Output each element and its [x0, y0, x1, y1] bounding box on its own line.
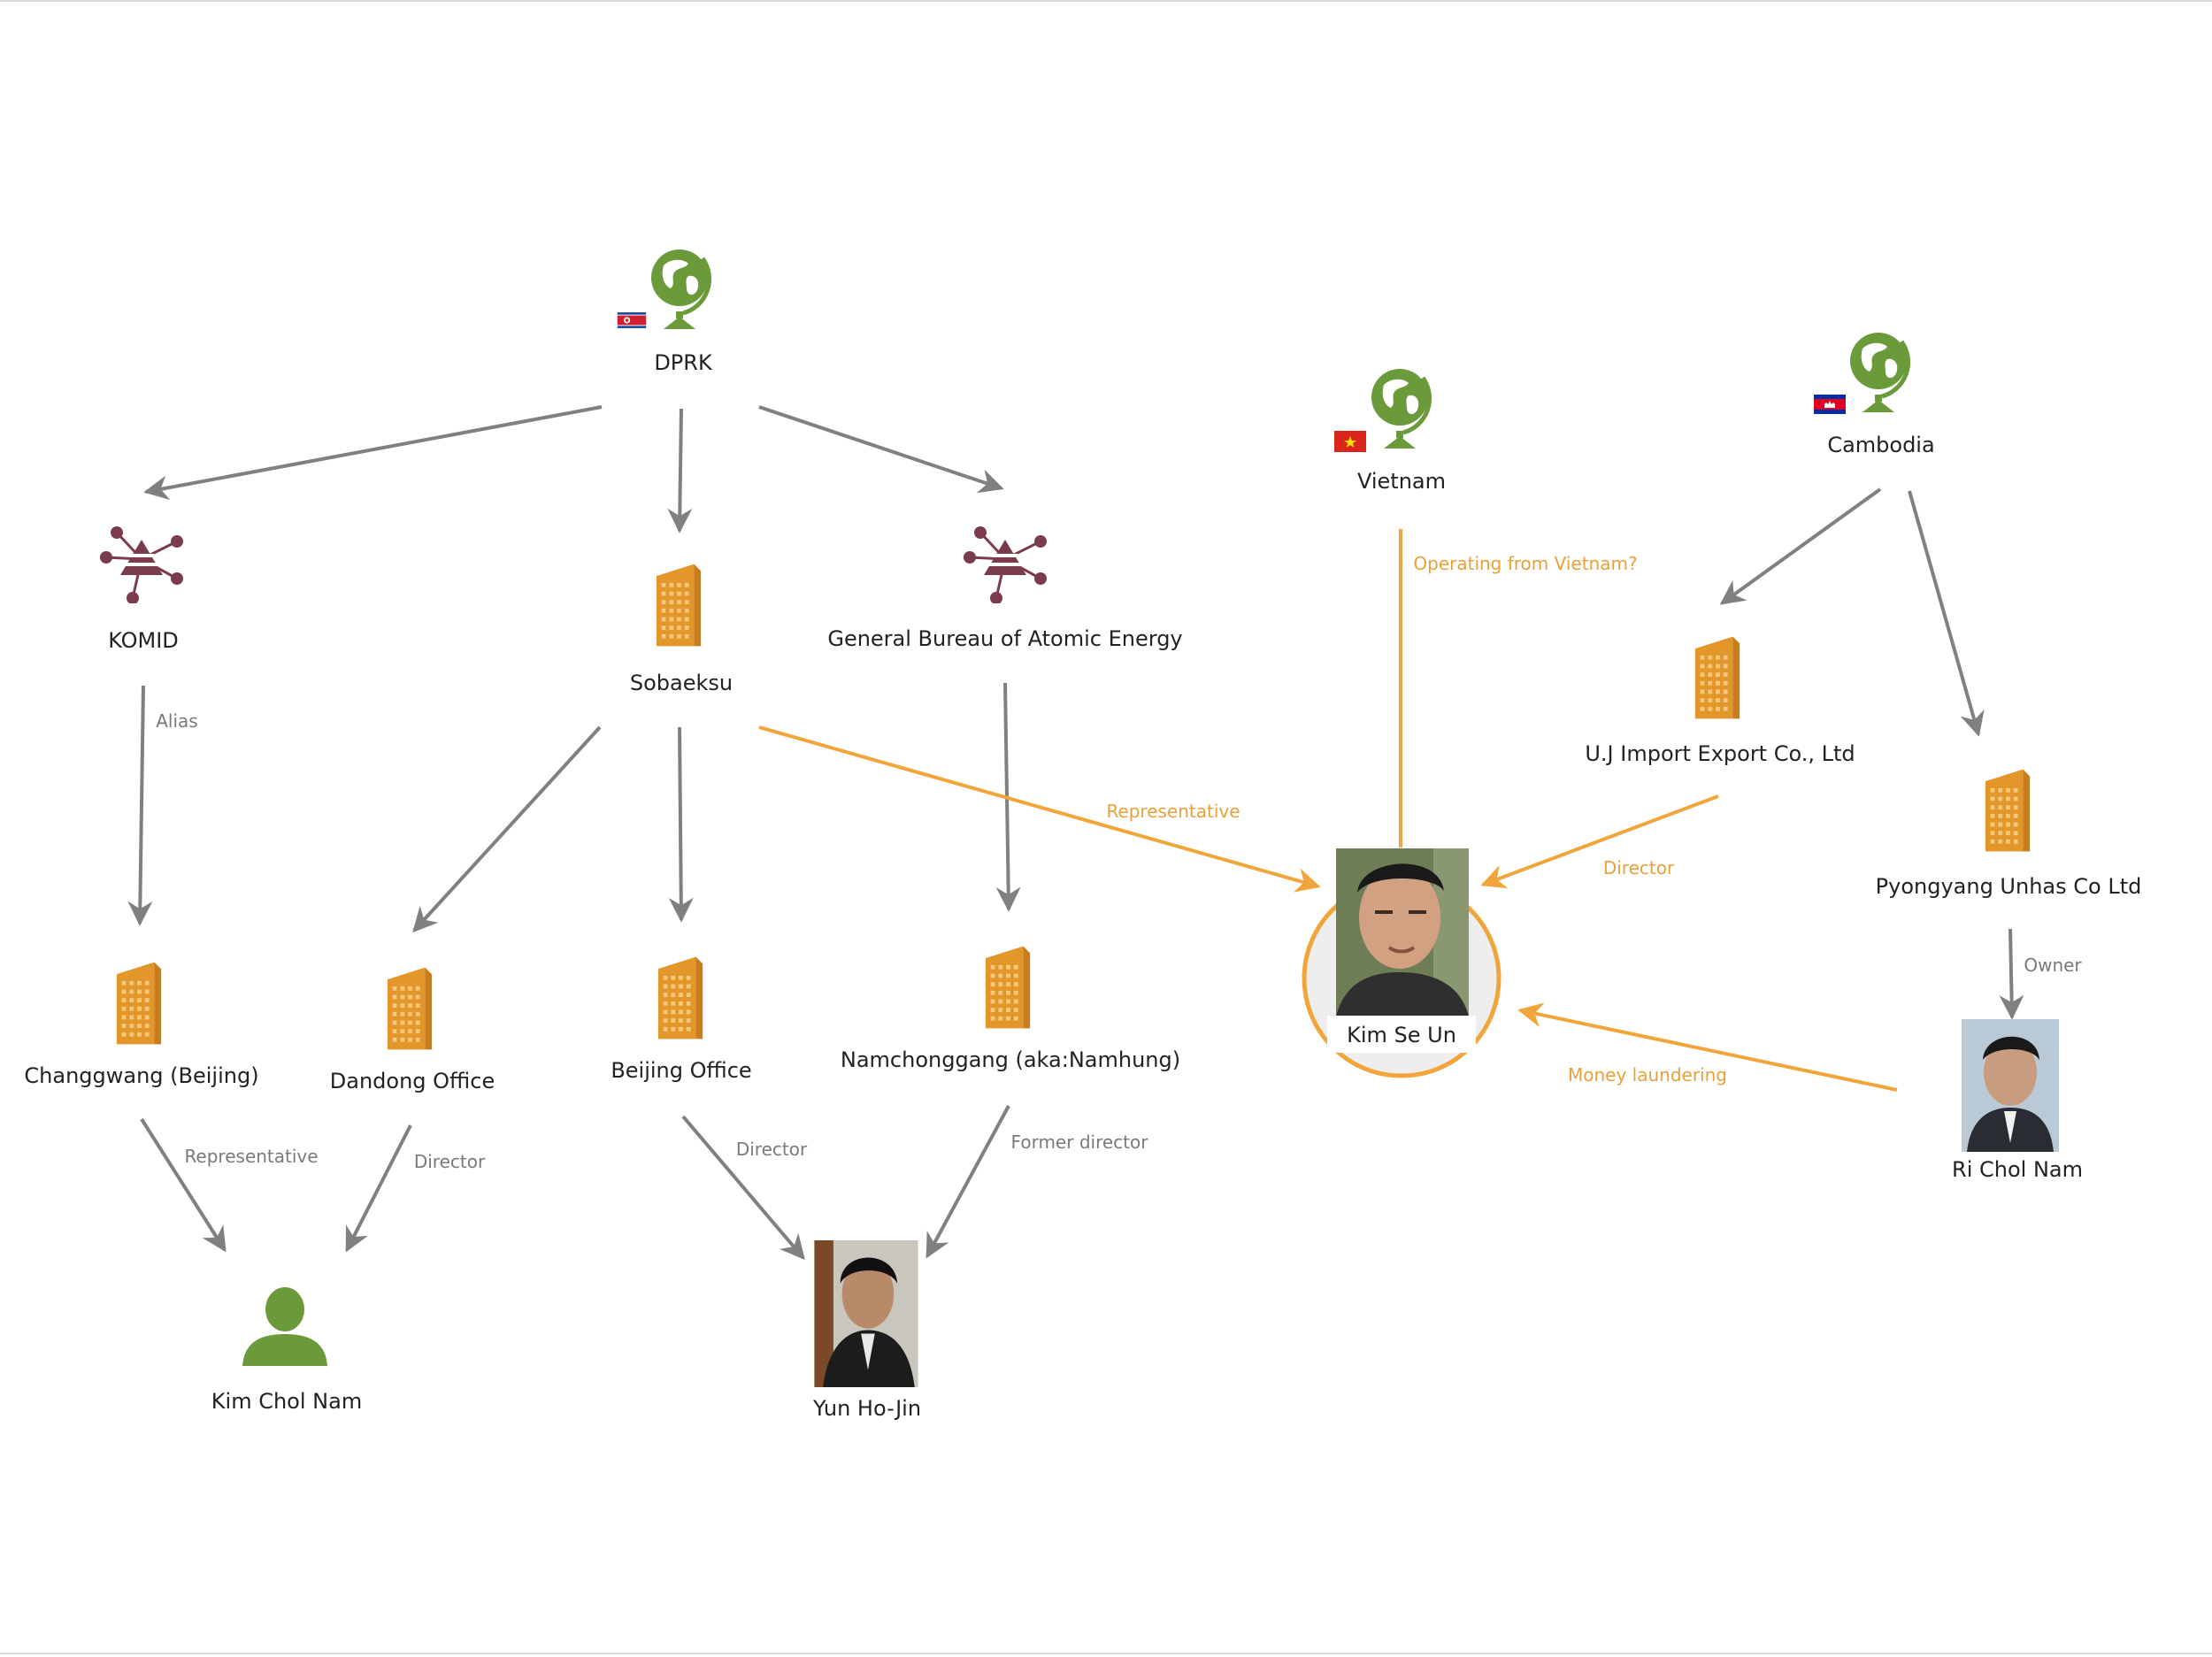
node-yun-ho-jin[interactable]: Yun Ho-Jin: [812, 1240, 921, 1421]
node-komid[interactable]: KOMID: [98, 525, 185, 653]
node-label-gbae: General Bureau of Atomic Energy: [827, 626, 1182, 651]
building-icon: [1985, 769, 2031, 852]
edge-komid-changgwang[interactable]: [127, 685, 153, 926]
edge-cambodia-uj[interactable]: [1719, 487, 1882, 605]
globe-icon: [1371, 369, 1430, 449]
globe-icon: [1850, 333, 1909, 412]
node-beijing-office[interactable]: Beijing Office: [611, 956, 752, 1083]
edge-cambodia-unhas[interactable]: [1908, 490, 1985, 737]
node-label-namchonggang: Namchonggang (aka:Namhung): [841, 1047, 1180, 1072]
node-vietnam[interactable]: Vietnam: [1334, 369, 1446, 494]
node-label-yun-ho-jin: Yun Ho-Jin: [812, 1396, 921, 1421]
node-label-dprk: DPRK: [654, 350, 713, 375]
building-icon: [1694, 636, 1740, 719]
node-kim-chol-nam[interactable]: Kim Chol Nam: [211, 1287, 362, 1414]
edge-label-dandong-director: Director: [414, 1151, 486, 1172]
node-namchonggang[interactable]: Namchonggang (aka:Namhung): [841, 946, 1180, 1072]
edge-label-alias: Alias: [156, 710, 197, 732]
node-label-sobaeksu: Sobaeksu: [630, 671, 733, 695]
node-dprk[interactable]: DPRK: [617, 249, 713, 375]
kim-se-un-label-bg: [1327, 1016, 1476, 1053]
node-general-bureau-of-atomic-energy[interactable]: General Bureau of Atomic Energy: [827, 525, 1183, 651]
node-cambodia[interactable]: Cambodia: [1814, 333, 1935, 457]
building-icon: [656, 564, 702, 647]
person-icon: [242, 1287, 327, 1366]
edge-label-beijing-director: Director: [736, 1139, 808, 1160]
yun-ho-jin-photo: [814, 1240, 918, 1387]
building-icon: [657, 956, 703, 1039]
edge-dprk-sobaeksu[interactable]: [667, 408, 693, 533]
edge-uj-kimseun[interactable]: [1480, 794, 1719, 889]
edge-dprk-gbae[interactable]: [758, 405, 1004, 494]
edge-dprk-komid[interactable]: [143, 405, 603, 501]
top-border: [0, 0, 2212, 2]
node-label-vietnam: Vietnam: [1357, 469, 1446, 494]
north-korea-flag-icon: [617, 312, 647, 328]
ri-chol-nam-photo: [1962, 1019, 2059, 1152]
edge-ri-kimseun[interactable]: [1517, 1002, 1898, 1092]
building-icon: [387, 967, 433, 1050]
edge-beijing-yun[interactable]: [681, 1115, 805, 1261]
edge-sobaeksu-dandong[interactable]: [412, 725, 602, 933]
edge-label-owner: Owner: [2024, 955, 2082, 976]
cambodia-flag-icon: [1814, 395, 1846, 414]
node-ri-chol-nam[interactable]: Ri Chol Nam: [1952, 1019, 2083, 1182]
node-label-changgwang: Changgwang (Beijing): [24, 1063, 258, 1088]
node-label-kim-chol-nam: Kim Chol Nam: [211, 1389, 362, 1414]
node-label-dandong-office: Dandong Office: [330, 1069, 495, 1093]
edge-label-changgwang-representative: Representative: [184, 1146, 318, 1167]
bottom-border: [0, 1653, 2212, 1654]
node-sobaeksu[interactable]: Sobaeksu: [630, 564, 733, 695]
edge-label-sobaeksu-representative: Representative: [1106, 801, 1240, 822]
node-label-ri-chol-nam: Ri Chol Nam: [1952, 1157, 2083, 1182]
building-icon: [985, 946, 1031, 1029]
edge-changgwang-kimcholnam[interactable]: [140, 1117, 227, 1253]
node-label-komid: KOMID: [108, 628, 179, 653]
edge-label-uj-director: Director: [1603, 857, 1675, 878]
node-label-pyongyang-unhas: Pyongyang Unhas Co Ltd: [1876, 874, 2142, 899]
node-kim-se-un[interactable]: Kim Se Un: [1302, 848, 1502, 1078]
node-label-beijing-office: Beijing Office: [611, 1058, 751, 1083]
edge-label-operating-from-vietnam: Operating from Vietnam?: [1413, 553, 1637, 574]
edge-label-former-director: Former director: [1011, 1132, 1149, 1153]
edge-namchonggang-yun[interactable]: [926, 1105, 1010, 1259]
node-dandong-office[interactable]: Dandong Office: [330, 967, 495, 1093]
node-changgwang-beijing[interactable]: Changgwang (Beijing): [24, 962, 259, 1088]
edge-unhas-ri[interactable]: [1999, 928, 2024, 1020]
network-icon: [962, 525, 1048, 603]
building-icon: [116, 962, 162, 1045]
node-label-kim-se-un: Kim Se Un: [1347, 1023, 1456, 1047]
edge-dandong-kimcholnam[interactable]: [345, 1124, 412, 1253]
globe-icon: [651, 249, 710, 329]
network-icon: [98, 525, 185, 603]
edge-sobaeksu-kimseun[interactable]: [758, 725, 1321, 893]
node-pyongyang-unhas[interactable]: Pyongyang Unhas Co Ltd: [1876, 769, 2142, 899]
node-uj-import-export[interactable]: U.J Import Export Co., Ltd: [1585, 636, 1855, 766]
edge-labels: Alias Representative Operating from Viet…: [156, 553, 2082, 1172]
node-label-uj-import-export: U.J Import Export Co., Ltd: [1585, 741, 1855, 766]
edges-highlight: [758, 529, 1898, 1092]
kim-se-un-photo: [1336, 848, 1469, 1016]
node-label-cambodia: Cambodia: [1827, 433, 1934, 457]
edges-default: [127, 405, 2024, 1261]
edge-label-money-laundering: Money laundering: [1568, 1064, 1727, 1085]
vietnam-flag-icon: [1334, 431, 1366, 452]
edge-sobaeksu-beijing[interactable]: [668, 726, 694, 923]
